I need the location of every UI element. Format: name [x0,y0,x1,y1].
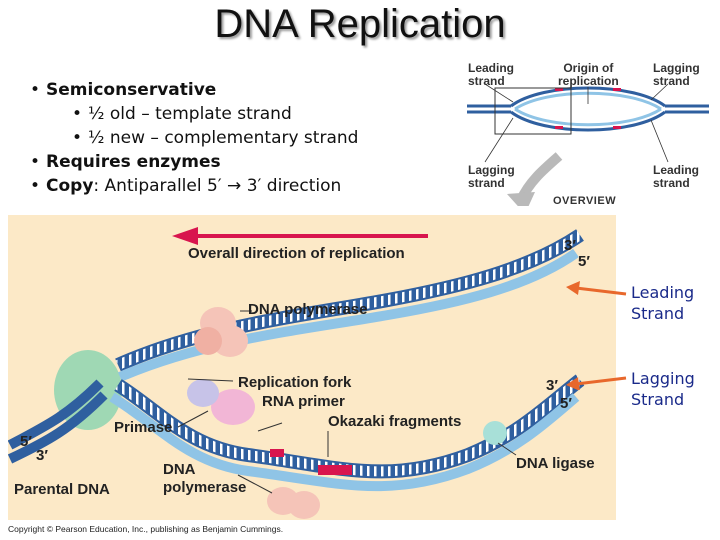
dna-ligase-icon [483,421,507,445]
dna-polymerase-bottom-label: DNA polymerase [163,461,247,496]
primase-icon [211,389,255,425]
okazaki-fragments-label: Okazaki fragments [328,413,462,430]
bullet-new-complementary: •½ new – complementary strand [30,126,358,150]
overview-caption: OVERVIEW [553,195,617,207]
overview-diagram [467,83,709,214]
replication-fork-illustration [7,227,585,519]
bullet-semiconservative-text: Semiconservative [46,80,217,100]
end-3-mid-label: 3′ [546,377,558,394]
bullet-old-template-text: ½ old – template strand [88,104,292,124]
dna-polymerase-top-label: DNA polymerase [248,301,368,318]
overview-panel: Leading strand Origin of replication Lag… [463,54,713,214]
lagging-strand-label: Lagging Strand [631,369,695,409]
bullet-copy-text: : Antiparallel 5′ → 3′ direction [93,176,342,196]
overview-origin: Origin of replication [558,61,619,88]
overall-direction-label: Overall direction of replication [188,245,405,262]
direction-arrow-head-icon [172,227,198,245]
page-title: DNA Replication [214,2,506,46]
bullet-list: •Semiconservative •½ old – template stra… [30,78,358,198]
overview-leading-top: Leading strand [468,61,515,88]
rna-primer-label: RNA primer [262,393,345,410]
replication-fork-diagram: Overall direction of replication DNA pol… [7,215,616,520]
bullet-dot-icon: • [30,152,41,172]
end-5-top-label: 5′ [578,253,590,270]
bullet-dot-icon: • [72,104,83,124]
end-3-left-label: 3′ [36,447,48,464]
bullet-requires-enzymes: •Requires enzymes [30,150,358,174]
overview-lagging-bottom: Lagging strand [468,163,515,190]
end-5-mid-label: 5′ [560,395,572,412]
bullet-dot-icon: • [72,128,83,148]
copyright-text: Copyright © Pearson Education, Inc., pub… [8,524,284,534]
bullet-new-complementary-text: ½ new – complementary strand [88,128,359,148]
overview-lagging-top: Lagging strand [653,61,700,88]
rna-primer-segment [318,465,352,475]
bullet-dot-icon: • [30,80,41,100]
bullet-old-template: •½ old – template strand [30,102,358,126]
bullet-semiconservative: •Semiconservative [30,78,358,102]
replication-fork-label: Replication fork [238,374,352,391]
lagging-arrow-head-icon [566,377,580,390]
end-5-left-label: 5′ [20,433,32,450]
side-arrows [566,281,627,390]
bullet-requires-enzymes-text: Requires enzymes [46,152,221,172]
bullet-copy: •Copy: Antiparallel 5′ → 3′ direction [30,174,358,198]
parental-dna-label: Parental DNA [14,481,110,498]
overview-leading-bottom: Leading strand [653,163,700,190]
dna-ligase-label: DNA ligase [516,455,595,472]
bullet-dot-icon: • [30,176,41,196]
leading-strand-label: Leading Strand [631,283,695,323]
rna-primer-segment [270,449,284,457]
leading-arrow-head-icon [566,281,580,295]
primase-label: Primase [114,419,173,436]
bullet-copy-bold: Copy [46,176,94,196]
end-3-top-label: 3′ [564,237,576,254]
